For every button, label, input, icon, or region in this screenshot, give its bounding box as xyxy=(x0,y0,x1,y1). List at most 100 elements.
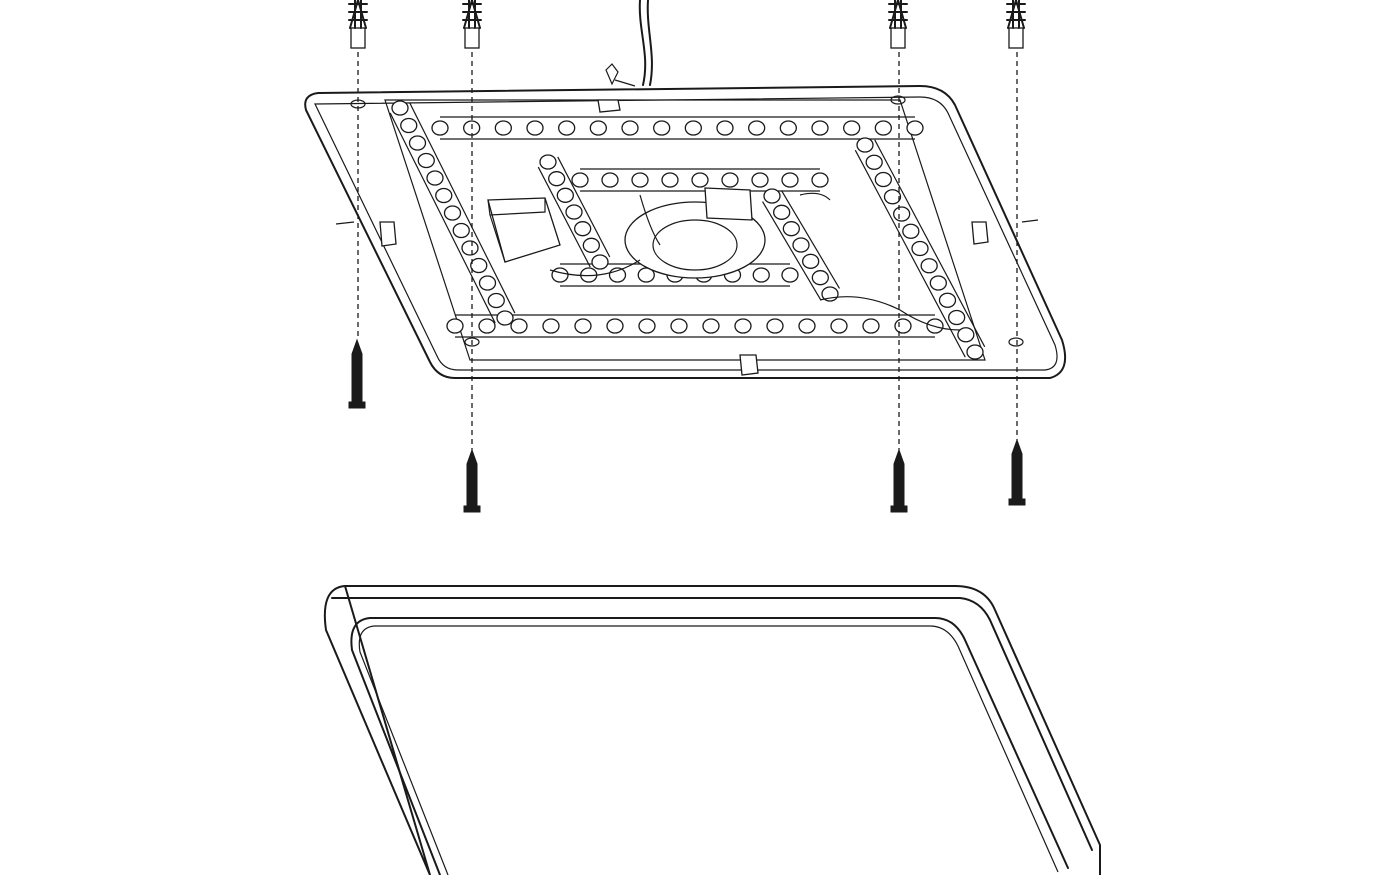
power-cable-icon xyxy=(638,0,653,86)
led-chip-icon xyxy=(589,120,607,136)
led-chip-icon xyxy=(431,120,449,136)
led-strip xyxy=(389,100,516,326)
led-chip-icon xyxy=(470,257,488,274)
led-chip-icon xyxy=(966,344,984,360)
led-chip-icon xyxy=(461,240,479,256)
led-chip-icon xyxy=(752,267,770,283)
led-chip-icon xyxy=(874,171,892,188)
side-clips-icon xyxy=(335,99,1039,376)
led-chip-icon xyxy=(571,172,589,188)
wall-anchor-icon xyxy=(1006,0,1026,49)
led-chip-icon xyxy=(661,172,679,188)
anchor-body xyxy=(1008,27,1024,49)
wall-anchor-icon xyxy=(888,0,908,49)
led-chip-icon xyxy=(435,187,453,204)
led-chip-icon xyxy=(748,120,766,136)
screw-icon xyxy=(348,338,366,409)
led-strip-edge xyxy=(580,168,820,192)
anchor-fins xyxy=(348,0,368,29)
led-strip-edge xyxy=(389,102,516,324)
led-chip-icon xyxy=(653,120,671,136)
led-chip-icon xyxy=(843,120,861,136)
led-chip-icon xyxy=(948,309,966,326)
led-chip-icon xyxy=(638,318,656,334)
led-strip-edge xyxy=(537,156,611,268)
led-chip-icon xyxy=(452,222,470,239)
led-chip-icon xyxy=(526,120,544,136)
led-chip-icon xyxy=(938,292,957,308)
led-chip-icon xyxy=(487,292,505,309)
led-chip-icon xyxy=(929,275,947,291)
led-chip-icon xyxy=(478,275,497,291)
led-chip-icon xyxy=(734,318,752,334)
led-chip-icon xyxy=(574,221,592,237)
anchor-fins xyxy=(462,0,482,29)
led-chip-icon xyxy=(574,318,592,334)
led-chip-icon xyxy=(902,223,920,239)
led-chip-icon xyxy=(779,120,797,136)
screw-shank xyxy=(351,338,363,403)
led-strip-edge xyxy=(854,139,986,358)
screw-shank xyxy=(1011,438,1023,500)
led-chip-icon xyxy=(751,172,769,188)
led-chip-icon xyxy=(781,172,799,188)
screw-head xyxy=(890,505,908,513)
anchor-fins xyxy=(1006,0,1026,29)
led-chip-icon xyxy=(542,318,560,334)
screw-icon xyxy=(1008,438,1026,506)
led-chip-icon xyxy=(865,154,883,170)
led-strip xyxy=(571,168,829,192)
connector-hub-icon xyxy=(549,187,961,331)
led-chip-icon xyxy=(417,152,435,169)
alignment-lines xyxy=(357,52,1018,450)
led-chip-icon xyxy=(691,172,709,188)
led-chip-icon xyxy=(906,120,924,136)
wall-anchor-icon xyxy=(462,0,482,49)
led-chip-icon xyxy=(811,172,829,188)
led-strip-edge xyxy=(440,116,915,140)
led-chip-icon xyxy=(443,205,462,221)
led-chip-icon xyxy=(558,120,576,136)
led-chip-icon xyxy=(874,120,892,136)
led-chip-icon xyxy=(862,318,880,334)
led-chip-icon xyxy=(494,120,512,136)
led-chip-icon xyxy=(798,318,816,334)
led-chip-icon xyxy=(400,117,418,134)
led-strip xyxy=(446,314,944,338)
anchor-body xyxy=(890,27,906,49)
anchor-fins xyxy=(888,0,908,29)
led-chip-icon xyxy=(766,318,784,334)
led-chip-icon xyxy=(548,171,566,187)
screw-head xyxy=(1008,498,1026,506)
led-chip-icon xyxy=(811,270,829,286)
led-strip xyxy=(431,116,924,140)
led-chip-icon xyxy=(811,120,829,136)
led-chip-icon xyxy=(582,237,600,253)
wall-anchors xyxy=(348,0,1026,49)
led-chip-icon xyxy=(911,240,929,257)
screw-shank xyxy=(466,448,478,507)
led-chip-icon xyxy=(802,253,820,269)
led-chip-icon xyxy=(920,258,938,274)
anchor-body xyxy=(350,27,366,49)
led-chip-icon xyxy=(883,189,902,205)
led-chip-icon xyxy=(684,120,702,136)
led-chip-icon xyxy=(721,172,739,188)
led-chip-icon xyxy=(894,318,912,334)
led-chip-icon xyxy=(763,188,781,204)
led-chip-icon xyxy=(781,267,799,283)
led-chip-icon xyxy=(391,100,409,116)
driver-box-icon xyxy=(487,197,561,263)
screw-shank xyxy=(893,448,905,507)
mounting-plate xyxy=(304,85,1066,379)
led-chip-icon xyxy=(496,310,514,326)
led-chip-icon xyxy=(621,120,639,136)
led-chip-icon xyxy=(426,170,444,186)
led-strip xyxy=(537,154,611,270)
led-strips xyxy=(389,100,986,360)
diffuser-frame xyxy=(323,585,1101,875)
wall-anchor-icon xyxy=(348,0,368,49)
led-chip-icon xyxy=(957,327,975,343)
led-chip-icon xyxy=(551,267,569,283)
